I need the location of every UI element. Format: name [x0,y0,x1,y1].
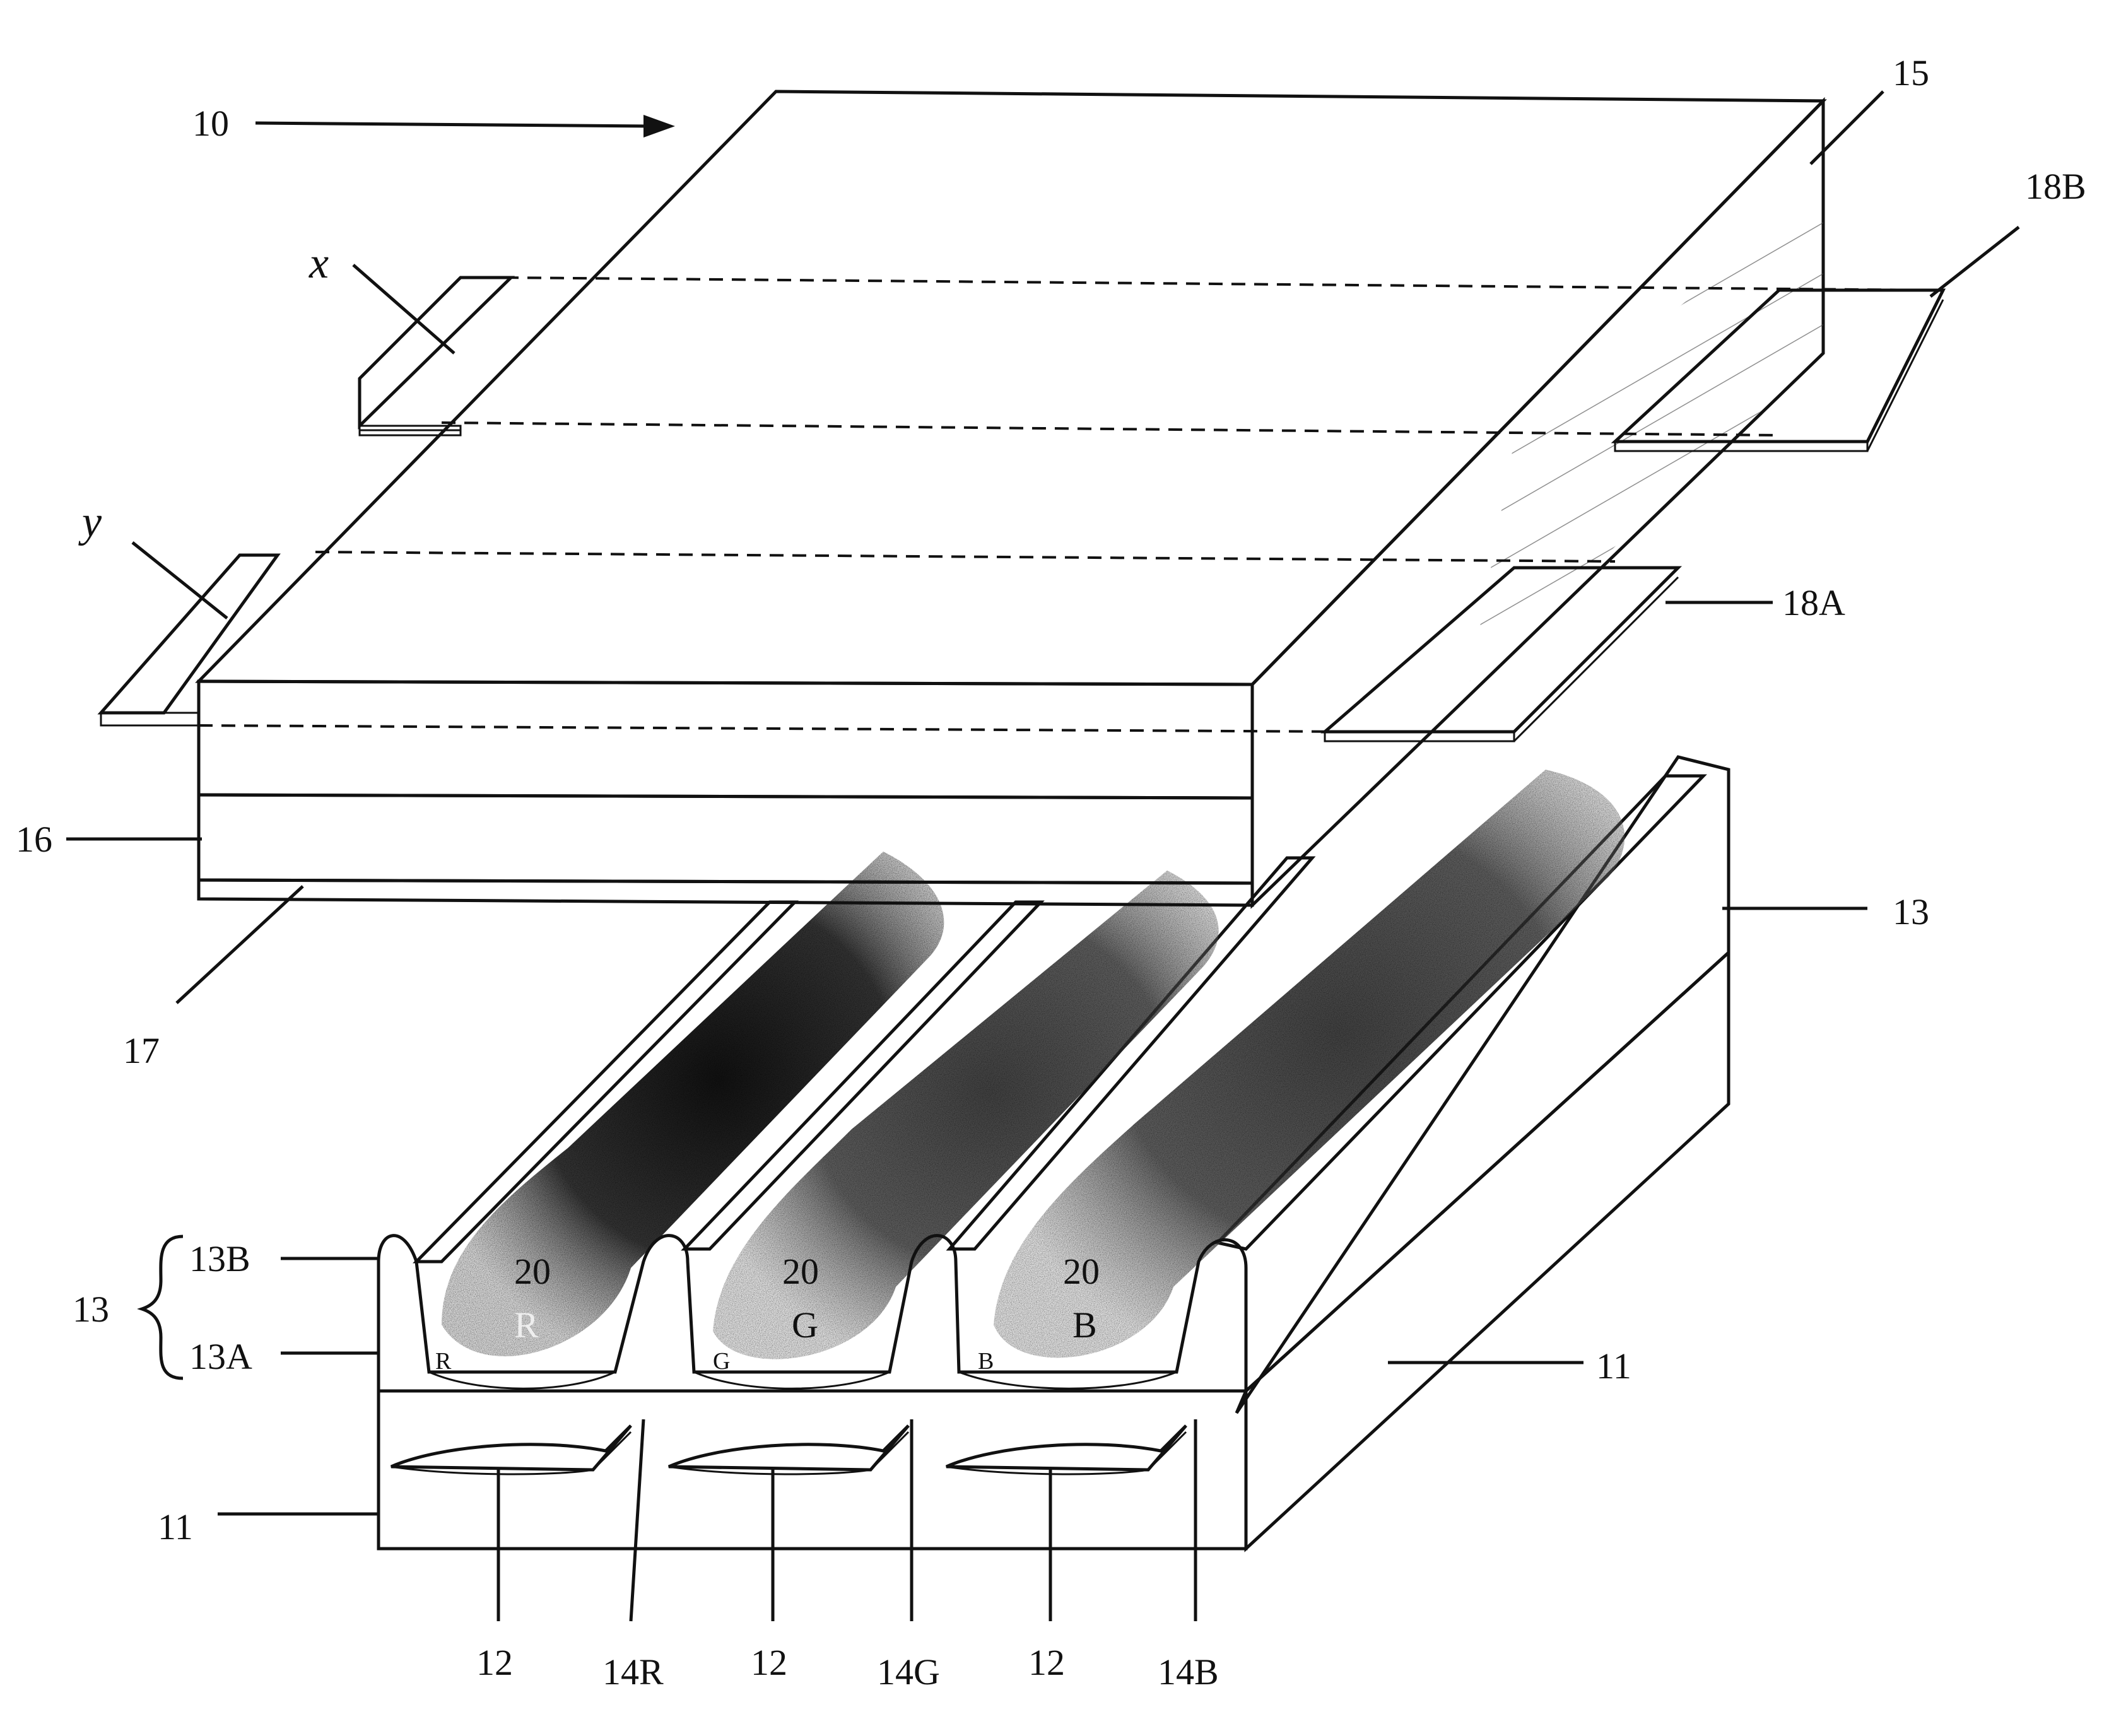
label-18B: 18B [2025,166,2086,207]
label-y: y [78,498,102,546]
label-12-first: 12 [476,1642,513,1683]
electrode-y-tab [101,555,278,725]
label-14R: 14R [602,1651,664,1692]
label-15: 15 [1893,52,1929,93]
electrode-x-tab [360,278,511,435]
label-20-blue: 20 [1063,1251,1100,1292]
label-13B: 13B [189,1238,250,1279]
label-11-left: 11 [158,1506,193,1547]
label-B-small: B [978,1348,994,1375]
address-electrodes [391,1426,1186,1474]
label-x: x [308,239,329,288]
label-20-red: 20 [514,1251,551,1292]
label-16: 16 [16,819,52,860]
label-12-third: 12 [1028,1642,1065,1683]
address-electrode-3 [946,1426,1186,1474]
label-R-phosphor: R [514,1305,539,1346]
label-18A: 18A [1782,582,1845,623]
arrow-head-icon [643,115,675,138]
label-13A: 13A [189,1336,252,1377]
label-12-second: 12 [751,1642,787,1683]
phosphor-channels [416,770,1703,1359]
label-14B: 14B [1158,1651,1219,1692]
label-11-right: 11 [1596,1346,1631,1387]
label-R-small: R [435,1348,452,1375]
label-10: 10 [192,103,229,144]
address-electrode-2 [669,1426,908,1474]
label-14G: 14G [877,1651,940,1692]
address-electrode-1 [391,1426,631,1474]
front-plate-assembly [199,91,1930,905]
label-17: 17 [123,1030,160,1071]
brace-icon [142,1236,183,1378]
label-G-phosphor: G [792,1305,818,1346]
label-13: 13 [73,1289,109,1330]
label-B-phosphor: B [1072,1305,1097,1346]
label-13-right: 13 [1893,891,1929,932]
label-G-small: G [713,1348,730,1375]
label-20-green: 20 [782,1251,819,1292]
